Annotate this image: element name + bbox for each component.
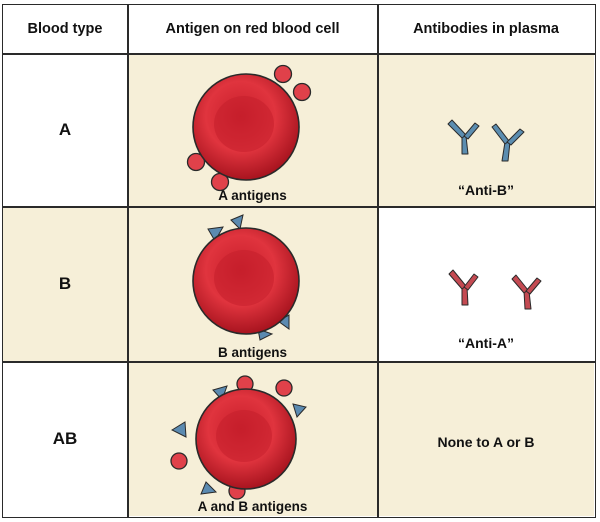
blood-type-ab: AB: [52, 428, 78, 448]
row-b-antibody-figure: “Anti-A”: [378, 207, 594, 361]
row-b-antigen-figure: B antigens: [128, 207, 377, 361]
row-ab-type-cell: [3, 362, 128, 516]
row-divider: [3, 361, 595, 363]
anti-b-label: “Anti-B”: [458, 182, 514, 198]
row-a-type-cell: [3, 54, 128, 207]
row-a-antigen-figure: A antigens: [128, 54, 377, 206]
column-divider: [127, 5, 129, 517]
row-b-antibody-cell: [378, 207, 594, 362]
blood-type-a: A: [58, 120, 72, 139]
header-row: [3, 5, 594, 54]
none-antibody-label: None to A or B: [437, 434, 535, 450]
row-divider: [3, 206, 595, 208]
row-a-antibody-figure: “Anti-B”: [378, 54, 594, 206]
header-antibodies: Antibodies in plasma: [413, 21, 559, 37]
row-ab-antigen-figure: A and B antigens: [128, 362, 377, 515]
row-ab-antibody-cell: [378, 362, 594, 516]
a-antigens-label: A antigens: [218, 188, 287, 203]
anti-a-antibody-icon: [448, 269, 542, 310]
header-antigen: Antigen on red blood cell: [165, 21, 340, 37]
ab-antigens-label: A and B antigens: [197, 499, 308, 514]
row-b-type-cell: [3, 207, 128, 362]
anti-a-label: “Anti-A”: [458, 335, 514, 351]
b-antigens-label: B antigens: [217, 345, 287, 360]
column-divider: [377, 5, 379, 517]
red-blood-cell-ab-icon: [170, 375, 307, 500]
row-divider: [3, 53, 595, 55]
row-ab-antibody-figure: None to A or B: [378, 362, 594, 515]
blood-type-table: Blood type Antigen on red blood cell Ant…: [2, 4, 596, 518]
header-blood-type: Blood type: [27, 21, 103, 37]
anti-b-antibody-icon: [447, 119, 525, 162]
red-blood-cell-b-icon: [192, 214, 300, 341]
red-blood-cell-a-icon: [186, 64, 312, 192]
row-a-antibody-cell: [378, 54, 594, 207]
blood-type-b: B: [58, 274, 72, 293]
